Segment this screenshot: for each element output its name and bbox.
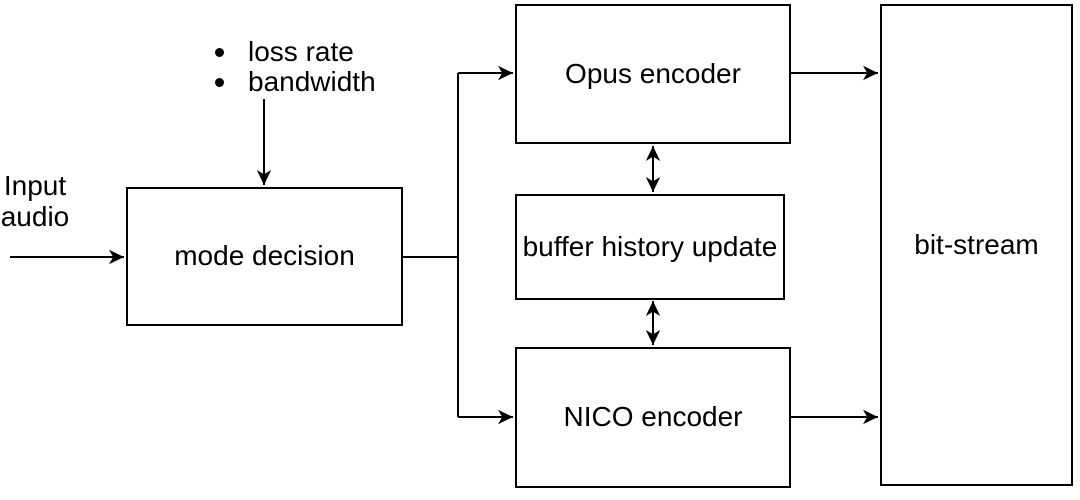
bullet-label: loss rate [248,36,354,67]
opus-encoder-label: Opus encoder [565,57,741,89]
buffer-history-update-box: buffer history update [515,194,785,300]
nico-encoder-label: NICO encoder [563,401,743,433]
list-item: bandwidth [205,66,376,97]
buffer-history-update-label: buffer history update [522,230,778,262]
bit-stream-box: bit-stream [880,4,1073,486]
mode-decision-box: mode decision [126,187,403,326]
input-audio-label: Input audio [0,170,70,232]
nico-encoder-box: NICO encoder [515,347,791,488]
list-item: loss rate [205,36,376,67]
bit-stream-label: bit-stream [914,228,1039,260]
opus-encoder-box: Opus encoder [515,4,791,144]
bullet-label: bandwidth [248,66,376,97]
mode-decision-inputs-list: loss rate bandwidth [205,36,376,97]
bullet-icon [215,47,224,57]
mode-decision-label: mode decision [174,240,355,272]
bullet-icon [215,77,224,87]
